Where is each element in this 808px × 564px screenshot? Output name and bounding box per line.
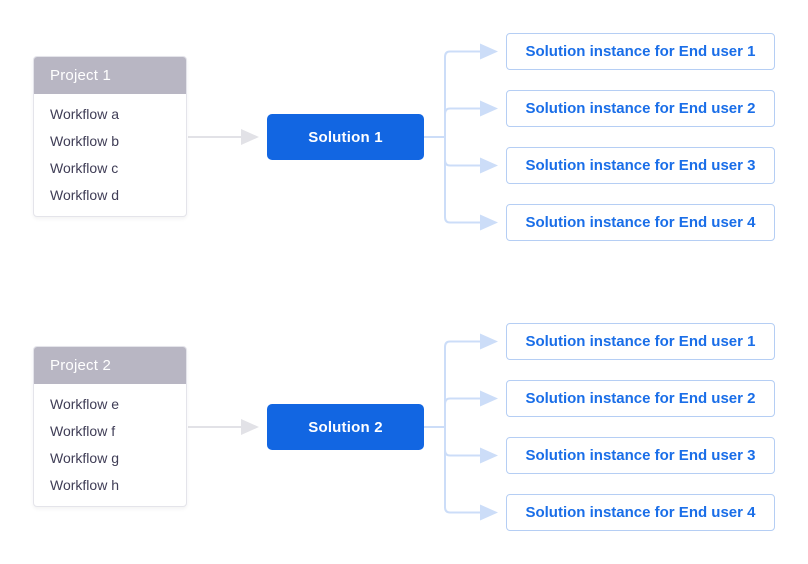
project-header: Project 1 <box>34 57 186 94</box>
workflow-item: Workflow e <box>50 395 119 412</box>
solution-instance-box: Solution instance for End user 1 <box>506 33 775 70</box>
workflow-item: Workflow b <box>50 132 119 149</box>
workflow-item: Workflow f <box>50 422 116 439</box>
solution-instance-box: Solution instance for End user 4 <box>506 204 775 241</box>
solution-instance-box: Solution instance for End user 2 <box>506 380 775 417</box>
connector-branch-3 <box>444 137 498 174</box>
workflow-item: Workflow c <box>50 159 119 176</box>
solution-box: Solution 2 <box>267 404 424 450</box>
connector-branch-1 <box>444 43 498 137</box>
connector-branch-2 <box>444 100 498 137</box>
section-project-1: Project 1 Workflow a Workflow b Workflow… <box>0 33 808 241</box>
workflow-list: Workflow e Workflow f Workflow g Workflo… <box>34 384 186 498</box>
solution-box: Solution 1 <box>267 114 424 160</box>
connector-branch-4 <box>444 137 498 231</box>
solution-instance-box: Solution instance for End user 3 <box>506 437 775 474</box>
workflow-item: Workflow d <box>50 186 119 203</box>
solution-instance-box: Solution instance for End user 4 <box>506 494 775 531</box>
solution-instance-box: Solution instance for End user 3 <box>506 147 775 184</box>
project-header: Project 2 <box>34 347 186 384</box>
workflow-list: Workflow a Workflow b Workflow c Workflo… <box>34 94 186 208</box>
workflow-item: Workflow a <box>50 105 119 122</box>
section-project-2: Project 2 Workflow e Workflow f Workflow… <box>0 323 808 531</box>
connector-branch-2 <box>444 390 498 427</box>
connector-branch-3 <box>444 427 498 464</box>
project-box: Project 1 Workflow a Workflow b Workflow… <box>33 56 187 217</box>
connector-branch-1 <box>444 333 498 427</box>
workflow-item: Workflow h <box>50 476 119 493</box>
workflow-item: Workflow g <box>50 449 119 466</box>
solution-instance-box: Solution instance for End user 2 <box>506 90 775 127</box>
project-box: Project 2 Workflow e Workflow f Workflow… <box>33 346 187 507</box>
connector-branch-4 <box>444 427 498 521</box>
solution-instance-box: Solution instance for End user 1 <box>506 323 775 360</box>
